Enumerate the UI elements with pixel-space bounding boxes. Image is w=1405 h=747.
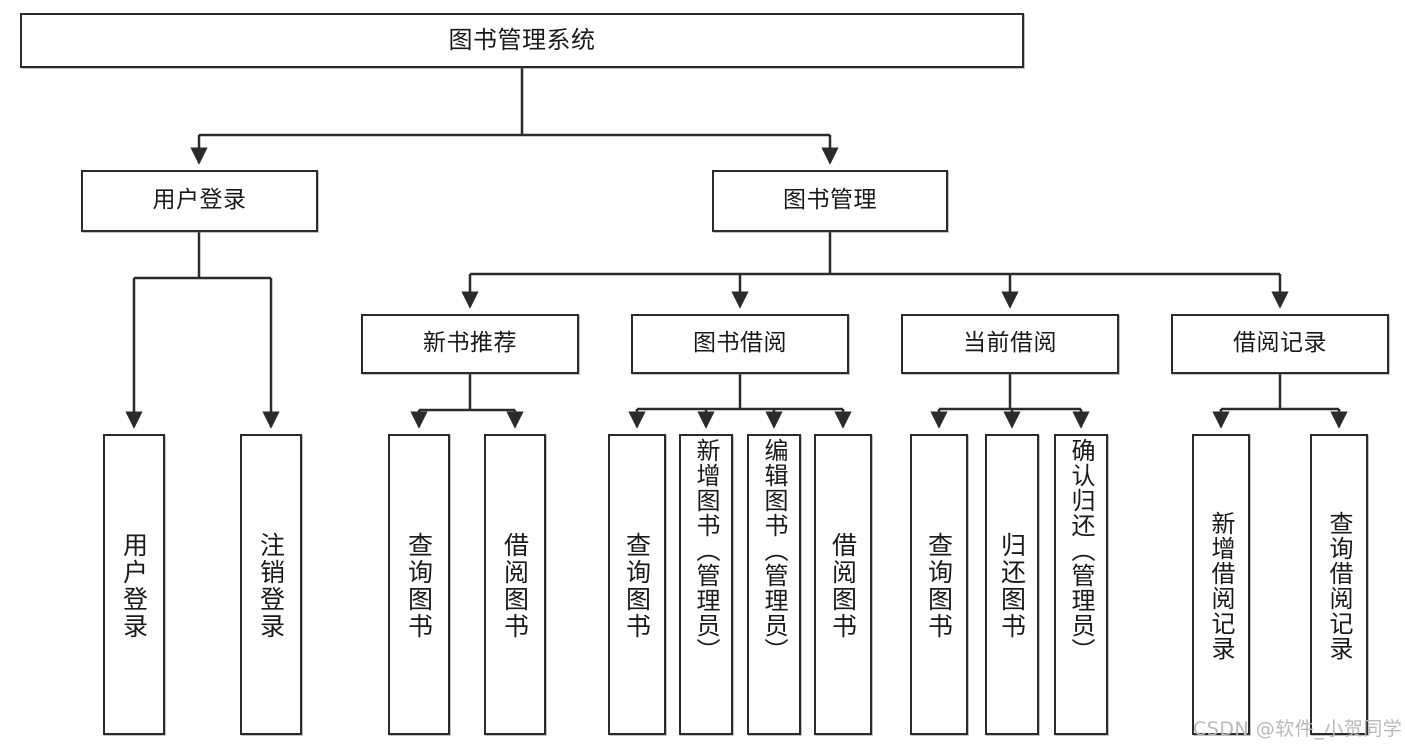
- node-leaf-borrow-book-2[interactable]: 借阅图书: [814, 434, 872, 735]
- node-leaf-query-record[interactable]: 查询借阅记录: [1310, 434, 1368, 735]
- node-root-label: 图书管理系统: [448, 26, 596, 55]
- node-leaf-confirm-return-label: 确认归还（管理员）: [1067, 438, 1095, 663]
- node-leaf-query-book-2[interactable]: 查询图书: [608, 434, 666, 735]
- csdn-watermark: CSDN @软件_小贺同学: [1193, 718, 1403, 740]
- node-leaf-edit-book[interactable]: 编辑图书（管理员）: [747, 434, 801, 735]
- node-leaf-user-login-label: 用户登录: [119, 531, 149, 640]
- node-new-book-rec-label: 新书推荐: [423, 330, 517, 357]
- node-leaf-return-book[interactable]: 归还图书: [985, 434, 1039, 735]
- node-book-manage[interactable]: 图书管理: [712, 170, 948, 232]
- node-leaf-add-record-label: 新增借阅记录: [1207, 510, 1235, 661]
- node-book-borrow-label: 图书借阅: [693, 330, 787, 357]
- node-book-manage-label: 图书管理: [783, 187, 877, 214]
- node-leaf-add-book[interactable]: 新增图书（管理员）: [679, 434, 733, 735]
- node-current-borrow-label: 当前借阅: [963, 330, 1057, 357]
- node-new-book-rec[interactable]: 新书推荐: [361, 314, 579, 374]
- node-leaf-edit-book-label: 编辑图书（管理员）: [760, 438, 788, 663]
- node-leaf-query-book-3-label: 查询图书: [924, 531, 954, 640]
- node-leaf-borrow-book-1-label: 借阅图书: [500, 531, 530, 640]
- node-leaf-add-book-label: 新增图书（管理员）: [692, 438, 720, 663]
- node-leaf-query-book-2-label: 查询图书: [622, 531, 652, 640]
- node-borrow-record[interactable]: 借阅记录: [1171, 314, 1389, 374]
- node-leaf-return-book-label: 归还图书: [997, 531, 1027, 640]
- node-leaf-logout-login-label: 注销登录: [256, 531, 286, 640]
- node-leaf-query-book-1[interactable]: 查询图书: [388, 434, 450, 735]
- node-leaf-logout-login[interactable]: 注销登录: [240, 434, 302, 735]
- node-leaf-user-login[interactable]: 用户登录: [103, 434, 165, 735]
- node-book-borrow[interactable]: 图书借阅: [631, 314, 849, 374]
- node-current-borrow[interactable]: 当前借阅: [901, 314, 1119, 374]
- node-leaf-query-book-3[interactable]: 查询图书: [910, 434, 968, 735]
- node-leaf-query-record-label: 查询借阅记录: [1325, 510, 1353, 661]
- node-leaf-query-book-1-label: 查询图书: [404, 531, 434, 640]
- node-borrow-record-label: 借阅记录: [1233, 330, 1327, 357]
- node-user-login[interactable]: 用户登录: [81, 170, 318, 232]
- node-leaf-add-record[interactable]: 新增借阅记录: [1192, 434, 1250, 735]
- node-leaf-confirm-return[interactable]: 确认归还（管理员）: [1054, 434, 1108, 735]
- node-user-login-label: 用户登录: [152, 187, 247, 214]
- node-root[interactable]: 图书管理系统: [20, 13, 1024, 68]
- node-leaf-borrow-book-1[interactable]: 借阅图书: [484, 434, 546, 735]
- node-leaf-borrow-book-2-label: 借阅图书: [828, 531, 858, 640]
